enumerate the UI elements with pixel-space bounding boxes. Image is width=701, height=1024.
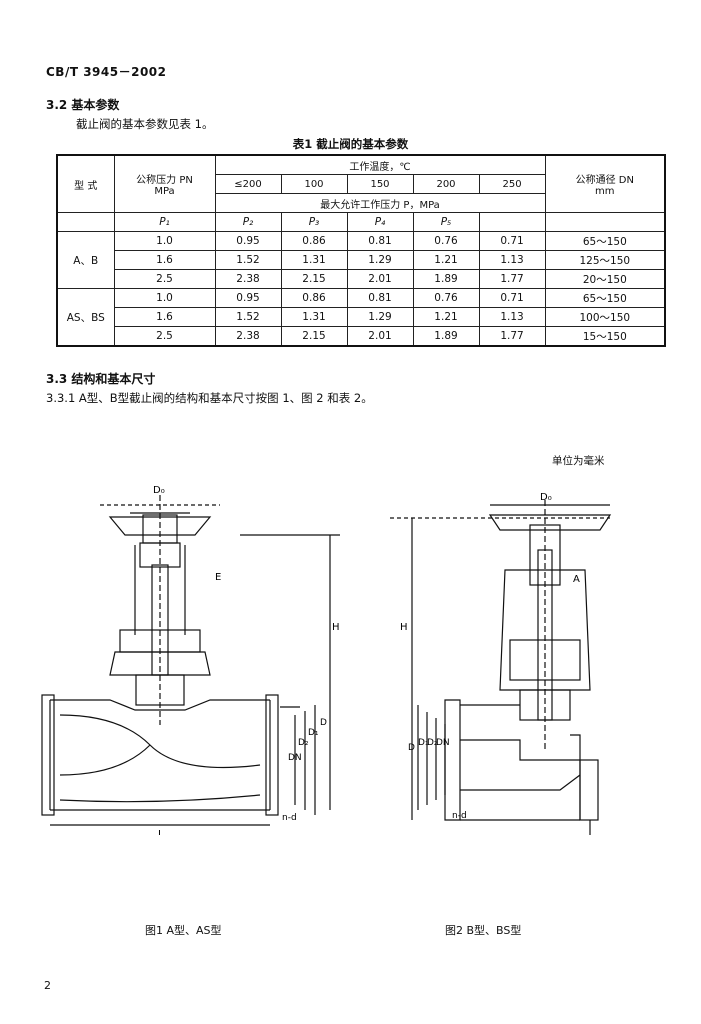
pn-cell: 1.0	[113, 288, 216, 308]
pressure-value-cell: 0.76	[412, 288, 480, 308]
fig2-label-a: A	[573, 574, 580, 585]
fig1-label-h1: H₁	[332, 622, 340, 633]
pressure-value-cell: 1.13	[478, 250, 546, 270]
pn-cell: 2.5	[113, 269, 216, 289]
pressure-value-cell: 0.86	[280, 288, 348, 308]
table-title: 表1 截止阀的基本参数	[292, 137, 409, 151]
pressure-value-cell: 2.01	[346, 326, 414, 347]
header-max-pressure: 最大允许工作压力 P，MPa	[214, 193, 546, 213]
pressure-symbol-cell: P₃	[280, 212, 348, 232]
fig1-label-nd: n-d	[282, 813, 297, 823]
fig1-label-e: E	[215, 572, 221, 583]
pressure-value-cell: 0.71	[478, 288, 546, 308]
pn-cell: 1.0	[113, 231, 216, 251]
pressure-value-cell: 1.52	[214, 250, 282, 270]
fig1-label-d: D	[320, 718, 327, 728]
pressure-value-cell: 0.81	[346, 288, 414, 308]
dn-cell: 65～150	[544, 231, 666, 251]
blank-cell	[478, 212, 546, 232]
fig1-label-dn: DN	[288, 753, 302, 763]
temp-header-cell: 250	[478, 174, 546, 194]
dn-cell: 125～150	[544, 250, 666, 270]
pressure-value-cell: 1.77	[478, 269, 546, 289]
section-3-3-1-text: 3.3.1 A型、B型截止阀的结构和基本尺寸按图 1、图 2 和表 2。	[46, 391, 373, 405]
blank-cell	[56, 212, 115, 232]
fig2-label-nd: n-d	[452, 811, 467, 821]
pressure-value-cell: 2.15	[280, 269, 348, 289]
pressure-value-cell: 2.01	[346, 269, 414, 289]
temp-header-cell: 200	[412, 174, 480, 194]
figure-2-drawing: D₀ A H D D₁ D₂ DN n-d	[390, 492, 612, 835]
fig2-label-d: D	[408, 743, 415, 753]
figure-2-caption: 图2 B型、BS型	[445, 924, 522, 937]
fig2-label-h: H	[400, 622, 408, 633]
pressure-value-cell: 1.31	[280, 307, 348, 327]
pressure-value-cell: 0.95	[214, 288, 282, 308]
standard-code: CB/T 3945－2002	[46, 65, 167, 79]
pressure-value-cell: 1.21	[412, 307, 480, 327]
page-number: 2	[44, 979, 51, 992]
header-working-temp: 工作温度，℃	[214, 154, 546, 175]
pressure-symbol-cell: P₅	[412, 212, 480, 232]
pressure-value-cell: 1.29	[346, 250, 414, 270]
section-3-2-body: 截止阀的基本参数见表 1。	[76, 117, 214, 131]
pressure-value-cell: 1.31	[280, 250, 348, 270]
dn-cell: 15～150	[544, 326, 666, 347]
pressure-value-cell: 0.81	[346, 231, 414, 251]
fig1-label-d2: D₂	[298, 738, 309, 748]
fig1-label-d1: D₁	[308, 728, 319, 738]
pressure-value-cell: 0.71	[478, 231, 546, 251]
pressure-value-cell: 1.52	[214, 307, 282, 327]
type-cell: AS、BS	[56, 288, 115, 347]
fig1-label-d0: D₀	[153, 485, 165, 496]
temp-header-cell: 100	[280, 174, 348, 194]
pn-cell: 1.6	[113, 307, 216, 327]
section-heading-3-2: 3.2 基本参数	[46, 98, 120, 112]
pressure-symbol-cell: P₂	[214, 212, 282, 232]
pressure-value-cell: 0.76	[412, 231, 480, 251]
pressure-value-cell: 2.38	[214, 269, 282, 289]
temp-header-cell: ≤200	[214, 174, 282, 194]
pressure-value-cell: 1.77	[478, 326, 546, 347]
fig2-label-d0: D₀	[540, 492, 552, 503]
pressure-value-cell: 2.15	[280, 326, 348, 347]
fig2-label-dn: DN	[436, 738, 450, 748]
fig1-label-l: L	[158, 829, 164, 835]
dn-cell: 100～150	[544, 307, 666, 327]
pressure-symbol-cell: P₁	[113, 212, 216, 232]
pressure-symbol-cell: P₄	[346, 212, 414, 232]
fig2-label-d1: D₁	[418, 738, 429, 748]
pressure-value-cell: 1.89	[412, 326, 480, 347]
pressure-value-cell: 1.21	[412, 250, 480, 270]
pressure-value-cell: 1.89	[412, 269, 480, 289]
pn-cell: 2.5	[113, 326, 216, 347]
unit-note: 单位为毫米	[552, 455, 605, 467]
fig2-label-d2: D₂	[427, 738, 438, 748]
type-cell: A、B	[56, 231, 115, 289]
figure-1-caption: 图1 A型、AS型	[145, 924, 222, 937]
pressure-value-cell: 2.38	[214, 326, 282, 347]
section-heading-3-3: 3.3 结构和基本尺寸	[46, 372, 156, 386]
temp-header-cell: 150	[346, 174, 414, 194]
dn-cell: 20～150	[544, 269, 666, 289]
pressure-value-cell: 1.13	[478, 307, 546, 327]
pn-cell: 1.6	[113, 250, 216, 270]
header-type: 型 式	[56, 154, 115, 213]
figure-1-drawing: D₀ E H₁ L DN D₂ D₁ D n-d	[41, 485, 340, 835]
pressure-value-cell: 1.29	[346, 307, 414, 327]
dn-cell: 65～150	[544, 288, 666, 308]
pressure-value-cell: 0.95	[214, 231, 282, 251]
pressure-value-cell: 0.86	[280, 231, 348, 251]
